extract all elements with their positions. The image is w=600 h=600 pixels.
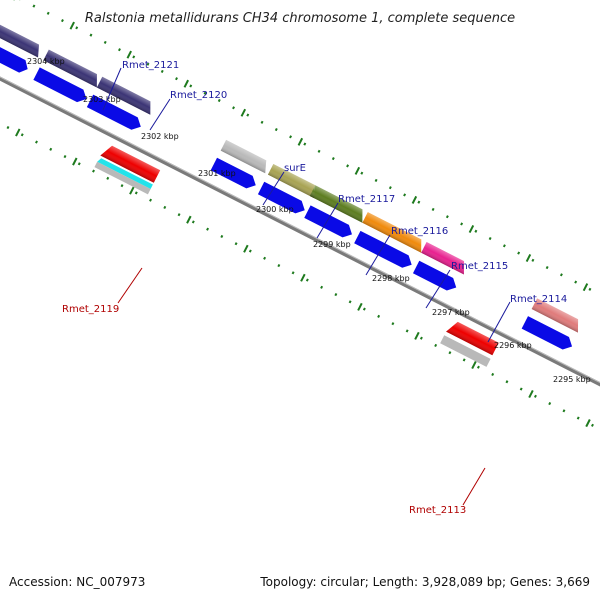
kbp-label: 2301 kbp bbox=[198, 169, 236, 178]
gene-label[interactable]: Rmet_2121 bbox=[122, 60, 179, 71]
major-tick bbox=[300, 273, 306, 282]
leader-lines-bottom bbox=[117, 267, 486, 506]
major-tick bbox=[69, 21, 75, 30]
major-tick bbox=[243, 244, 249, 253]
cds-rmet-2114[interactable] bbox=[412, 260, 459, 294]
major-tick bbox=[126, 50, 132, 59]
topology-summary: Topology: circular; Length: 3,928,089 bp… bbox=[259, 575, 590, 589]
gene-label[interactable]: Rmet_2116 bbox=[391, 226, 448, 237]
cds-rmet-2116[interactable] bbox=[304, 205, 355, 240]
cds-sure[interactable] bbox=[210, 157, 259, 192]
cds-rmet-2120[interactable] bbox=[86, 94, 144, 133]
kbp-labels: 2304 kbp 2303 kbp 2302 kbp 2301 kbp 2300… bbox=[27, 57, 591, 384]
major-tick bbox=[72, 157, 78, 166]
accession-text: Accession: NC_007973 bbox=[9, 575, 145, 589]
leader-lines-top bbox=[102, 67, 511, 343]
major-tick bbox=[525, 254, 532, 263]
cds-rmet-2121[interactable] bbox=[33, 67, 89, 105]
major-tick bbox=[585, 419, 591, 428]
kbp-label: 2303 kbp bbox=[83, 95, 121, 104]
scale-track-lower bbox=[0, 96, 600, 445]
kbp-label: 2304 kbp bbox=[27, 57, 65, 66]
major-ticks-lower bbox=[15, 128, 591, 428]
kbp-label: 2302 kbp bbox=[141, 132, 179, 141]
major-tick bbox=[471, 360, 477, 369]
major-tick bbox=[129, 186, 135, 195]
gene-labels-bottom: Rmet_2119 Rmet_2113 bbox=[62, 304, 466, 516]
gene-label[interactable]: Rmet_2114 bbox=[510, 294, 567, 305]
kbp-label: 2298 kbp bbox=[372, 274, 410, 283]
major-tick bbox=[357, 302, 363, 311]
gene-label[interactable]: Rmet_2119 bbox=[62, 304, 119, 315]
map-title: Ralstonia metallidurans CH34 chromosome … bbox=[85, 11, 515, 26]
cds-rmet-2115[interactable] bbox=[354, 230, 415, 271]
gene-label[interactable]: Rmet_2115 bbox=[451, 261, 508, 272]
major-tick bbox=[183, 79, 190, 88]
cds-rmet-2112[interactable] bbox=[521, 316, 576, 353]
major-tick bbox=[582, 283, 589, 292]
major-tick bbox=[468, 224, 475, 233]
upper-cds-track bbox=[0, 28, 576, 353]
major-tick bbox=[414, 331, 420, 340]
kbp-label: 2299 kbp bbox=[313, 240, 351, 249]
gene-label[interactable]: surE bbox=[284, 163, 306, 174]
major-tick bbox=[240, 108, 247, 117]
major-tick bbox=[354, 166, 361, 175]
major-tick bbox=[528, 389, 534, 399]
major-tick bbox=[15, 128, 21, 137]
kbp-label: 2295 kbp bbox=[553, 375, 591, 384]
major-ticks-upper bbox=[12, 0, 589, 292]
gene-label[interactable]: Rmet_2117 bbox=[338, 194, 395, 205]
gene-label[interactable]: Rmet_2113 bbox=[409, 505, 466, 516]
major-tick bbox=[411, 195, 418, 204]
major-tick bbox=[297, 137, 304, 146]
major-tick bbox=[186, 215, 192, 224]
cds-rmet-2122[interactable] bbox=[0, 28, 31, 75]
gene-label[interactable]: Rmet_2120 bbox=[170, 90, 227, 101]
gene-labels-top: Rmet_2121 Rmet_2120 surE Rmet_2117 Rmet_… bbox=[122, 60, 567, 305]
kbp-label: 2297 kbp bbox=[432, 308, 470, 317]
kbp-label: 2296 kbp bbox=[494, 341, 532, 350]
kbp-label: 2300 kbp bbox=[256, 205, 294, 214]
cds-rmet-2117[interactable] bbox=[257, 181, 308, 217]
